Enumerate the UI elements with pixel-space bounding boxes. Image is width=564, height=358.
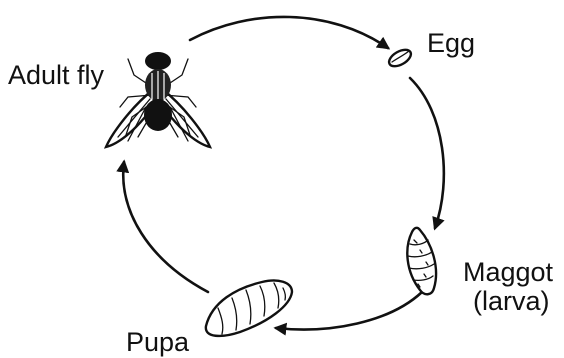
arrow-pupa-to-adult	[123, 162, 208, 292]
arrow-adult-to-egg	[190, 17, 388, 48]
maggot-icon	[407, 228, 436, 294]
label-egg: Egg	[427, 28, 475, 58]
label-pupa: Pupa	[126, 327, 190, 357]
fly-icon	[106, 52, 210, 147]
label-adult-fly: Adult fly	[8, 60, 105, 90]
label-maggot: Maggot	[463, 257, 554, 287]
arrow-maggot-to-pupa	[276, 292, 422, 330]
label-larva: (larva)	[473, 286, 550, 316]
egg-icon	[386, 46, 413, 69]
arrow-egg-to-maggot	[410, 78, 444, 228]
